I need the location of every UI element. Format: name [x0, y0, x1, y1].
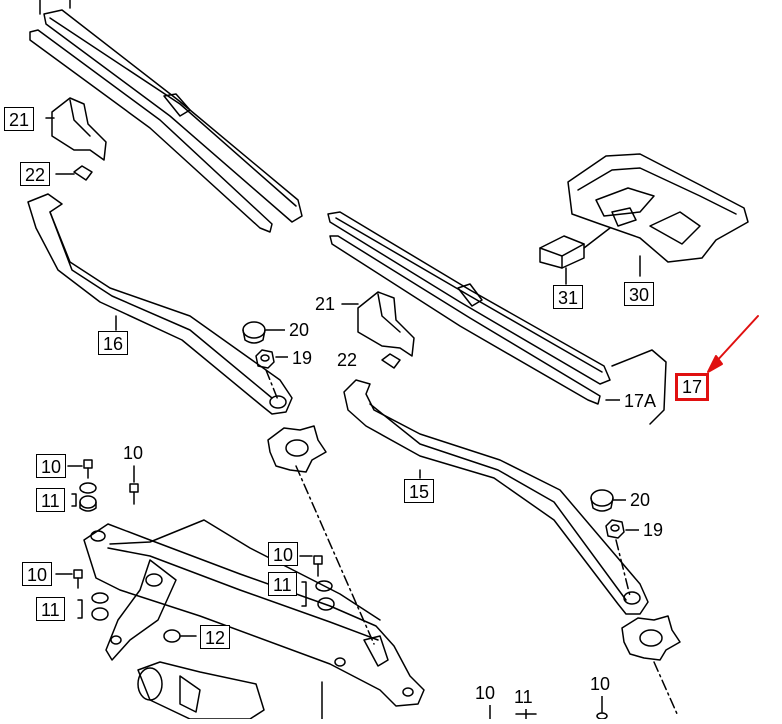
upper-spline-washer [267, 425, 327, 473]
washer-12 [163, 629, 197, 643]
connector-31 [539, 227, 611, 285]
bolt-set-middle [299, 555, 335, 611]
middle-wiper-blade [327, 211, 611, 405]
blade-bracket [611, 349, 667, 425]
bottom-fasteners [489, 693, 608, 720]
middle-clip [381, 353, 401, 369]
callout-15: 15 [404, 479, 435, 503]
callout-11: 11 [36, 488, 65, 512]
callout-10: 10 [36, 454, 67, 478]
callout-11: 11 [268, 572, 297, 596]
callout-21: 21 [4, 107, 35, 131]
callout-11: 11 [36, 597, 65, 621]
bolt-10b [129, 465, 139, 505]
callout-10: 10 [22, 562, 53, 586]
wiper-arm-16 [27, 193, 293, 415]
callout-17a: 17A [620, 389, 661, 413]
callout-21: 21 [311, 292, 340, 316]
callout-10: 10 [119, 441, 148, 465]
callout-20: 20 [285, 318, 314, 342]
upper-cover-cap [45, 97, 107, 161]
callout-22: 22 [20, 162, 51, 186]
lower-nut-19 [605, 519, 641, 539]
middle-cover-cap [341, 291, 415, 357]
callout-16: 16 [98, 331, 129, 355]
upper-wiper-blade [29, 0, 303, 233]
lower-spline-washer [621, 615, 681, 661]
callout-31: 31 [553, 285, 584, 309]
sensor-module-30 [567, 153, 749, 277]
upper-nut-19 [255, 349, 291, 369]
callout-30: 30 [624, 282, 655, 306]
callout-11: 11 [510, 685, 537, 709]
bolt-set-left-bottom [55, 569, 109, 621]
callout-19: 19 [639, 518, 668, 542]
callout-10: 10 [471, 681, 500, 705]
callout-12: 12 [200, 625, 231, 649]
callout-22: 22 [333, 348, 362, 372]
upper-cap-20 [242, 321, 289, 344]
lower-cap-20 [590, 489, 629, 512]
callout-20: 20 [626, 488, 655, 512]
callout-10: 10 [586, 672, 615, 696]
callout-17: 17 [675, 373, 710, 401]
upper-clip [55, 165, 93, 181]
wiper-linkage [83, 519, 425, 720]
highlight-arrow [707, 315, 759, 373]
callout-10: 10 [268, 542, 299, 566]
bolt-set-left-top [67, 459, 97, 512]
assembly-lines [265, 369, 679, 717]
callout-19: 19 [288, 346, 317, 370]
wiper-arm-15 [343, 379, 649, 615]
wiper-motor [137, 661, 265, 720]
